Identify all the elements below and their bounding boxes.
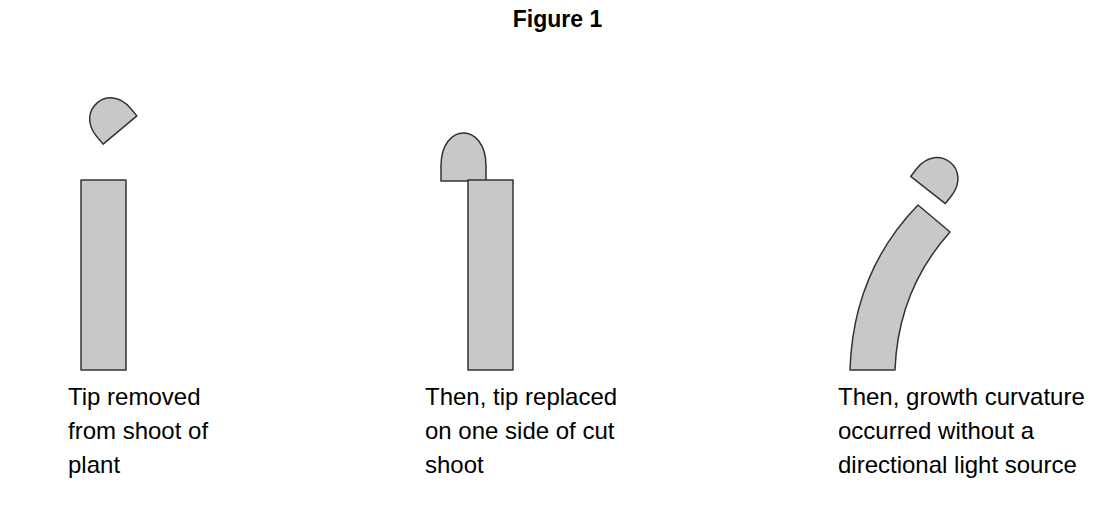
panel-caption: Then, growth curvature occurred without … (838, 380, 1100, 482)
shoot-tip (911, 148, 968, 203)
figure-title: Figure 1 (0, 6, 1115, 33)
shoot-tip (80, 89, 137, 144)
curved-shoot (850, 205, 950, 370)
cut-shoot (468, 180, 513, 370)
panel-caption: Then, tip replaced on one side of cut sh… (425, 380, 635, 482)
shoot-tip (441, 133, 486, 181)
panel-caption: Tip removed from shoot of plant (68, 380, 210, 482)
cut-shoot (81, 180, 126, 370)
